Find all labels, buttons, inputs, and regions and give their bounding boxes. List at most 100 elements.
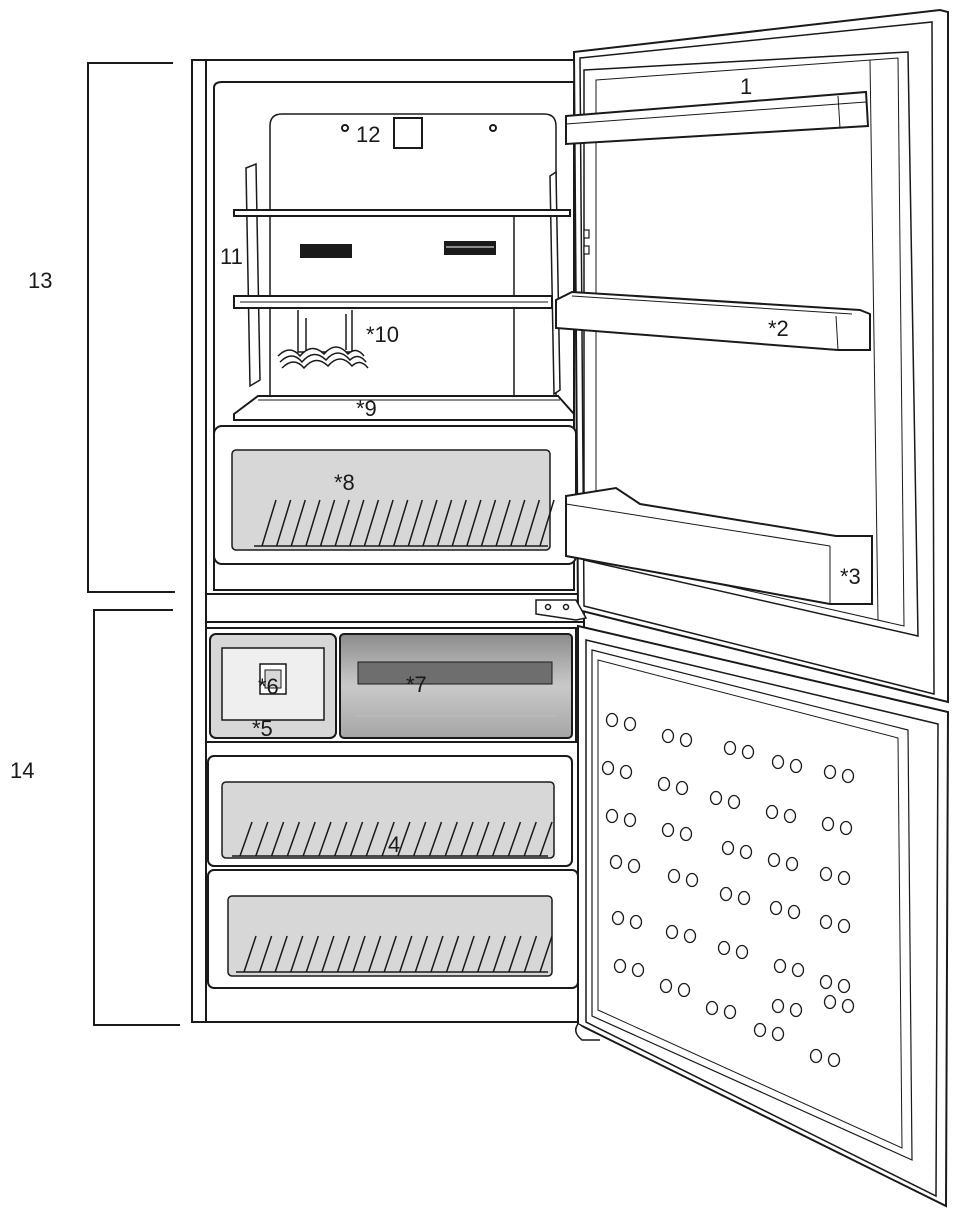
label-9: *9 bbox=[356, 396, 377, 421]
freezer-section-bracket bbox=[93, 609, 180, 1026]
door-shelf bbox=[555, 290, 871, 351]
drawer-rib bbox=[378, 499, 394, 547]
label-3: *3 bbox=[840, 564, 861, 589]
crisper-drawer bbox=[213, 425, 577, 565]
door-dimple bbox=[741, 744, 755, 760]
drawer-rib bbox=[539, 935, 553, 973]
label-8: *8 bbox=[334, 470, 355, 495]
door-dimple bbox=[771, 754, 785, 770]
label-10: *10 bbox=[366, 322, 400, 347]
door-dimple bbox=[623, 812, 637, 828]
freezer-drawer bbox=[207, 869, 579, 989]
glass-shelf bbox=[233, 209, 571, 309]
drawer-rib bbox=[495, 499, 511, 547]
freezer-door bbox=[575, 624, 950, 1208]
drawer-rib bbox=[476, 935, 491, 973]
door-dimple bbox=[841, 768, 855, 784]
door-dimple bbox=[753, 1022, 767, 1038]
drawer-rib bbox=[349, 499, 365, 547]
door-dimple bbox=[837, 978, 851, 994]
drawer-rib bbox=[476, 821, 490, 857]
door-dimple bbox=[623, 716, 637, 732]
light-switch bbox=[341, 117, 497, 149]
door-dimple bbox=[821, 816, 835, 832]
door-dimple bbox=[679, 732, 693, 748]
label-1: 1 bbox=[740, 74, 753, 99]
drawer-rib bbox=[491, 821, 506, 857]
drawer-rib bbox=[444, 821, 458, 857]
drawer-rib bbox=[239, 821, 253, 857]
door-dimple bbox=[789, 1002, 803, 1018]
drawer-rib bbox=[397, 821, 411, 857]
drawer-rib bbox=[243, 935, 257, 973]
door-dimple bbox=[627, 858, 641, 874]
drawer-rib bbox=[336, 935, 351, 973]
label-6: *6 bbox=[258, 674, 279, 699]
door-dimple bbox=[661, 822, 675, 838]
door-dimple bbox=[613, 958, 627, 974]
door-dimple bbox=[841, 998, 855, 1014]
door-clip bbox=[583, 229, 590, 255]
label-13: 13 bbox=[28, 268, 53, 293]
drawer-rib bbox=[383, 935, 397, 973]
door-dimple bbox=[823, 994, 837, 1010]
drawer-rib bbox=[430, 935, 444, 973]
door-dimple bbox=[837, 918, 851, 934]
drawer-rib bbox=[334, 821, 348, 857]
door-dimple bbox=[683, 928, 697, 944]
drawer-rib bbox=[466, 499, 482, 547]
freezer-upper-compartment bbox=[205, 627, 577, 743]
door-dimple bbox=[839, 820, 853, 836]
drawer-rib bbox=[539, 499, 555, 547]
drawer-rib bbox=[451, 499, 467, 547]
drawer-rib bbox=[407, 499, 424, 547]
crisper-cover bbox=[233, 395, 575, 421]
drawer-rib bbox=[286, 821, 301, 857]
drawer-rib bbox=[412, 821, 427, 857]
door-dimple bbox=[739, 844, 753, 860]
drawer-rib bbox=[255, 821, 269, 857]
drawer-rib bbox=[305, 499, 321, 547]
drawer-rib bbox=[302, 821, 316, 857]
door-dimple bbox=[819, 866, 833, 882]
drawer-rib bbox=[480, 499, 497, 547]
door-dimple bbox=[727, 794, 741, 810]
door-dimple bbox=[667, 868, 681, 884]
door-dimple bbox=[769, 900, 783, 916]
door-dimple bbox=[679, 826, 693, 842]
drawer-rib bbox=[275, 499, 292, 547]
drawer-rib bbox=[539, 821, 553, 857]
door-dimple bbox=[685, 872, 699, 888]
door-shelf bbox=[565, 90, 870, 146]
drawer-rib bbox=[258, 935, 273, 973]
door-dimple bbox=[629, 914, 643, 930]
door-bottle-shelf bbox=[565, 486, 873, 605]
drawer-rib bbox=[422, 499, 438, 547]
door-dimple bbox=[611, 910, 625, 926]
drawer-rib bbox=[270, 821, 285, 857]
door-dimple bbox=[661, 728, 675, 744]
wine-rack bbox=[277, 310, 369, 370]
drawer-rib bbox=[261, 499, 277, 547]
drawer-rib bbox=[321, 935, 335, 973]
door-dimple bbox=[719, 886, 733, 902]
drawer-rib bbox=[363, 499, 380, 547]
door-dimple bbox=[705, 1000, 719, 1016]
drawer-rib bbox=[367, 935, 382, 973]
door-dimple bbox=[785, 856, 799, 872]
door-dimple bbox=[601, 760, 615, 776]
door-dimple bbox=[827, 1052, 841, 1068]
drawer-rib bbox=[507, 821, 522, 857]
door-dimple bbox=[675, 780, 689, 796]
door-dimple bbox=[717, 940, 731, 956]
drawer-rib bbox=[349, 821, 364, 857]
door-dimple bbox=[819, 974, 833, 990]
label-5: *5 bbox=[252, 716, 273, 741]
freezer-drawer bbox=[207, 755, 573, 867]
door-dimple bbox=[809, 1048, 823, 1064]
door-dimple bbox=[723, 740, 737, 756]
door-dimple bbox=[659, 978, 673, 994]
label-14: 14 bbox=[10, 758, 35, 783]
